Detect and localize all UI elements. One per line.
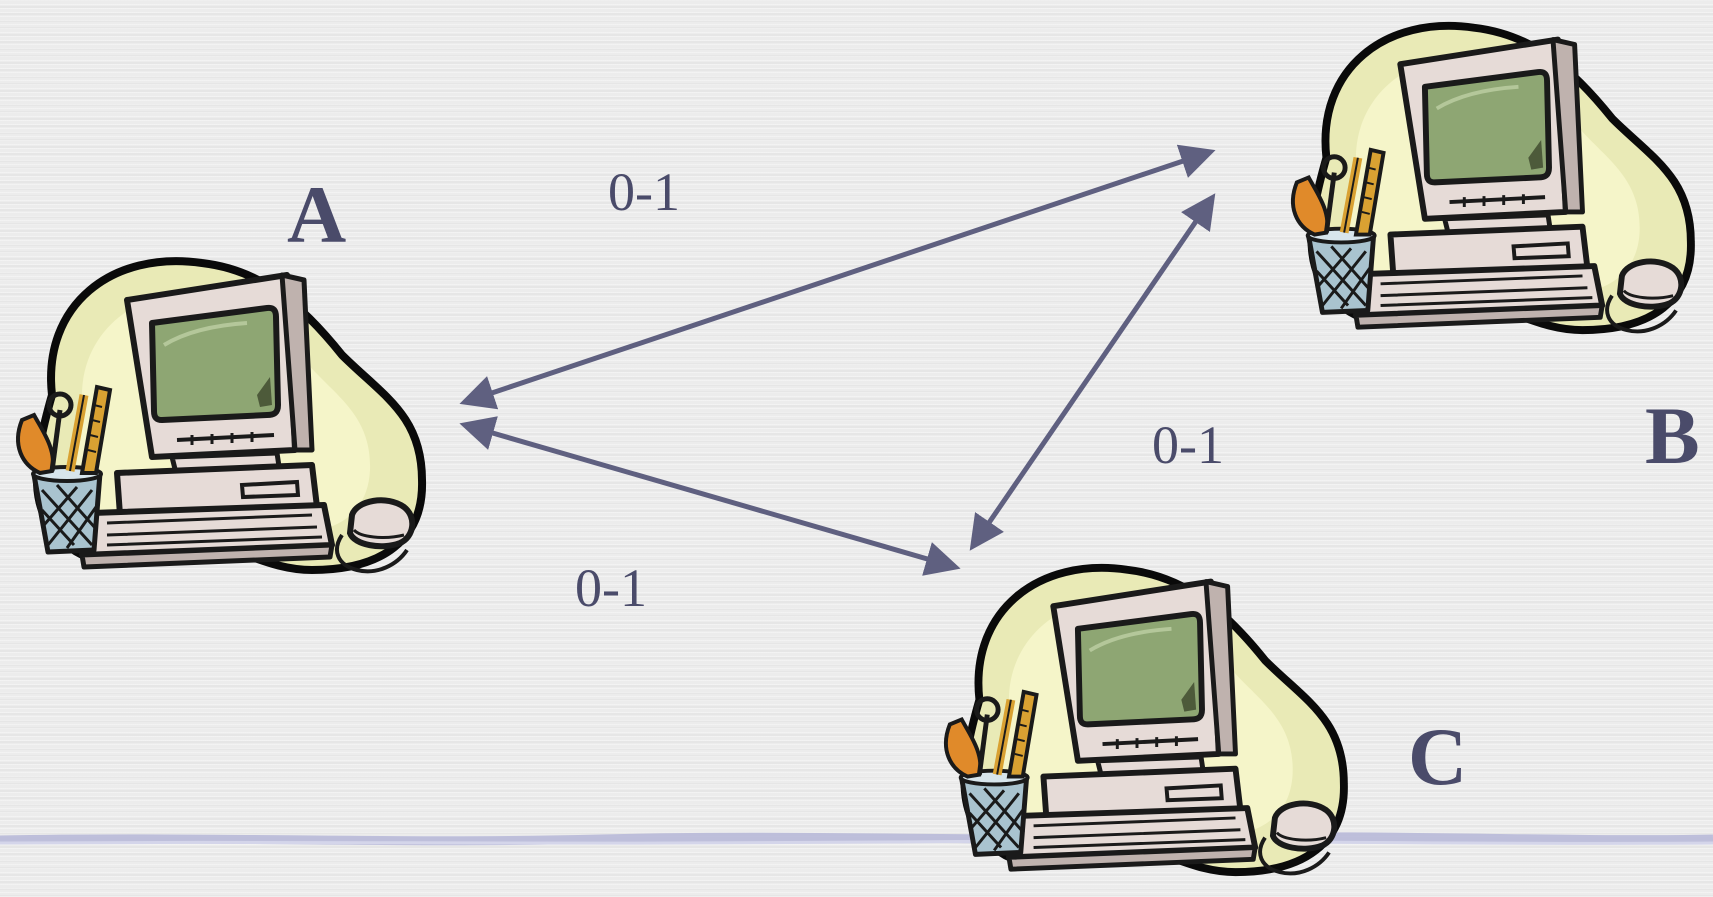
computer-c-icon [946, 568, 1344, 874]
node-label-a: A [287, 169, 346, 260]
edge-label-a-b: 0-1 [608, 162, 680, 222]
node-label-c: C [1408, 711, 1467, 802]
bottom-rule [0, 832, 1713, 846]
edge-label-b-c: 0-1 [1152, 415, 1224, 475]
computer-a-icon [18, 261, 422, 571]
edge-a-c [459, 416, 961, 576]
computer-b-icon [1293, 26, 1691, 332]
edge-label-a-c: 0-1 [575, 558, 647, 618]
node-label-b: B [1645, 390, 1700, 481]
edge-b-c [969, 193, 1216, 551]
